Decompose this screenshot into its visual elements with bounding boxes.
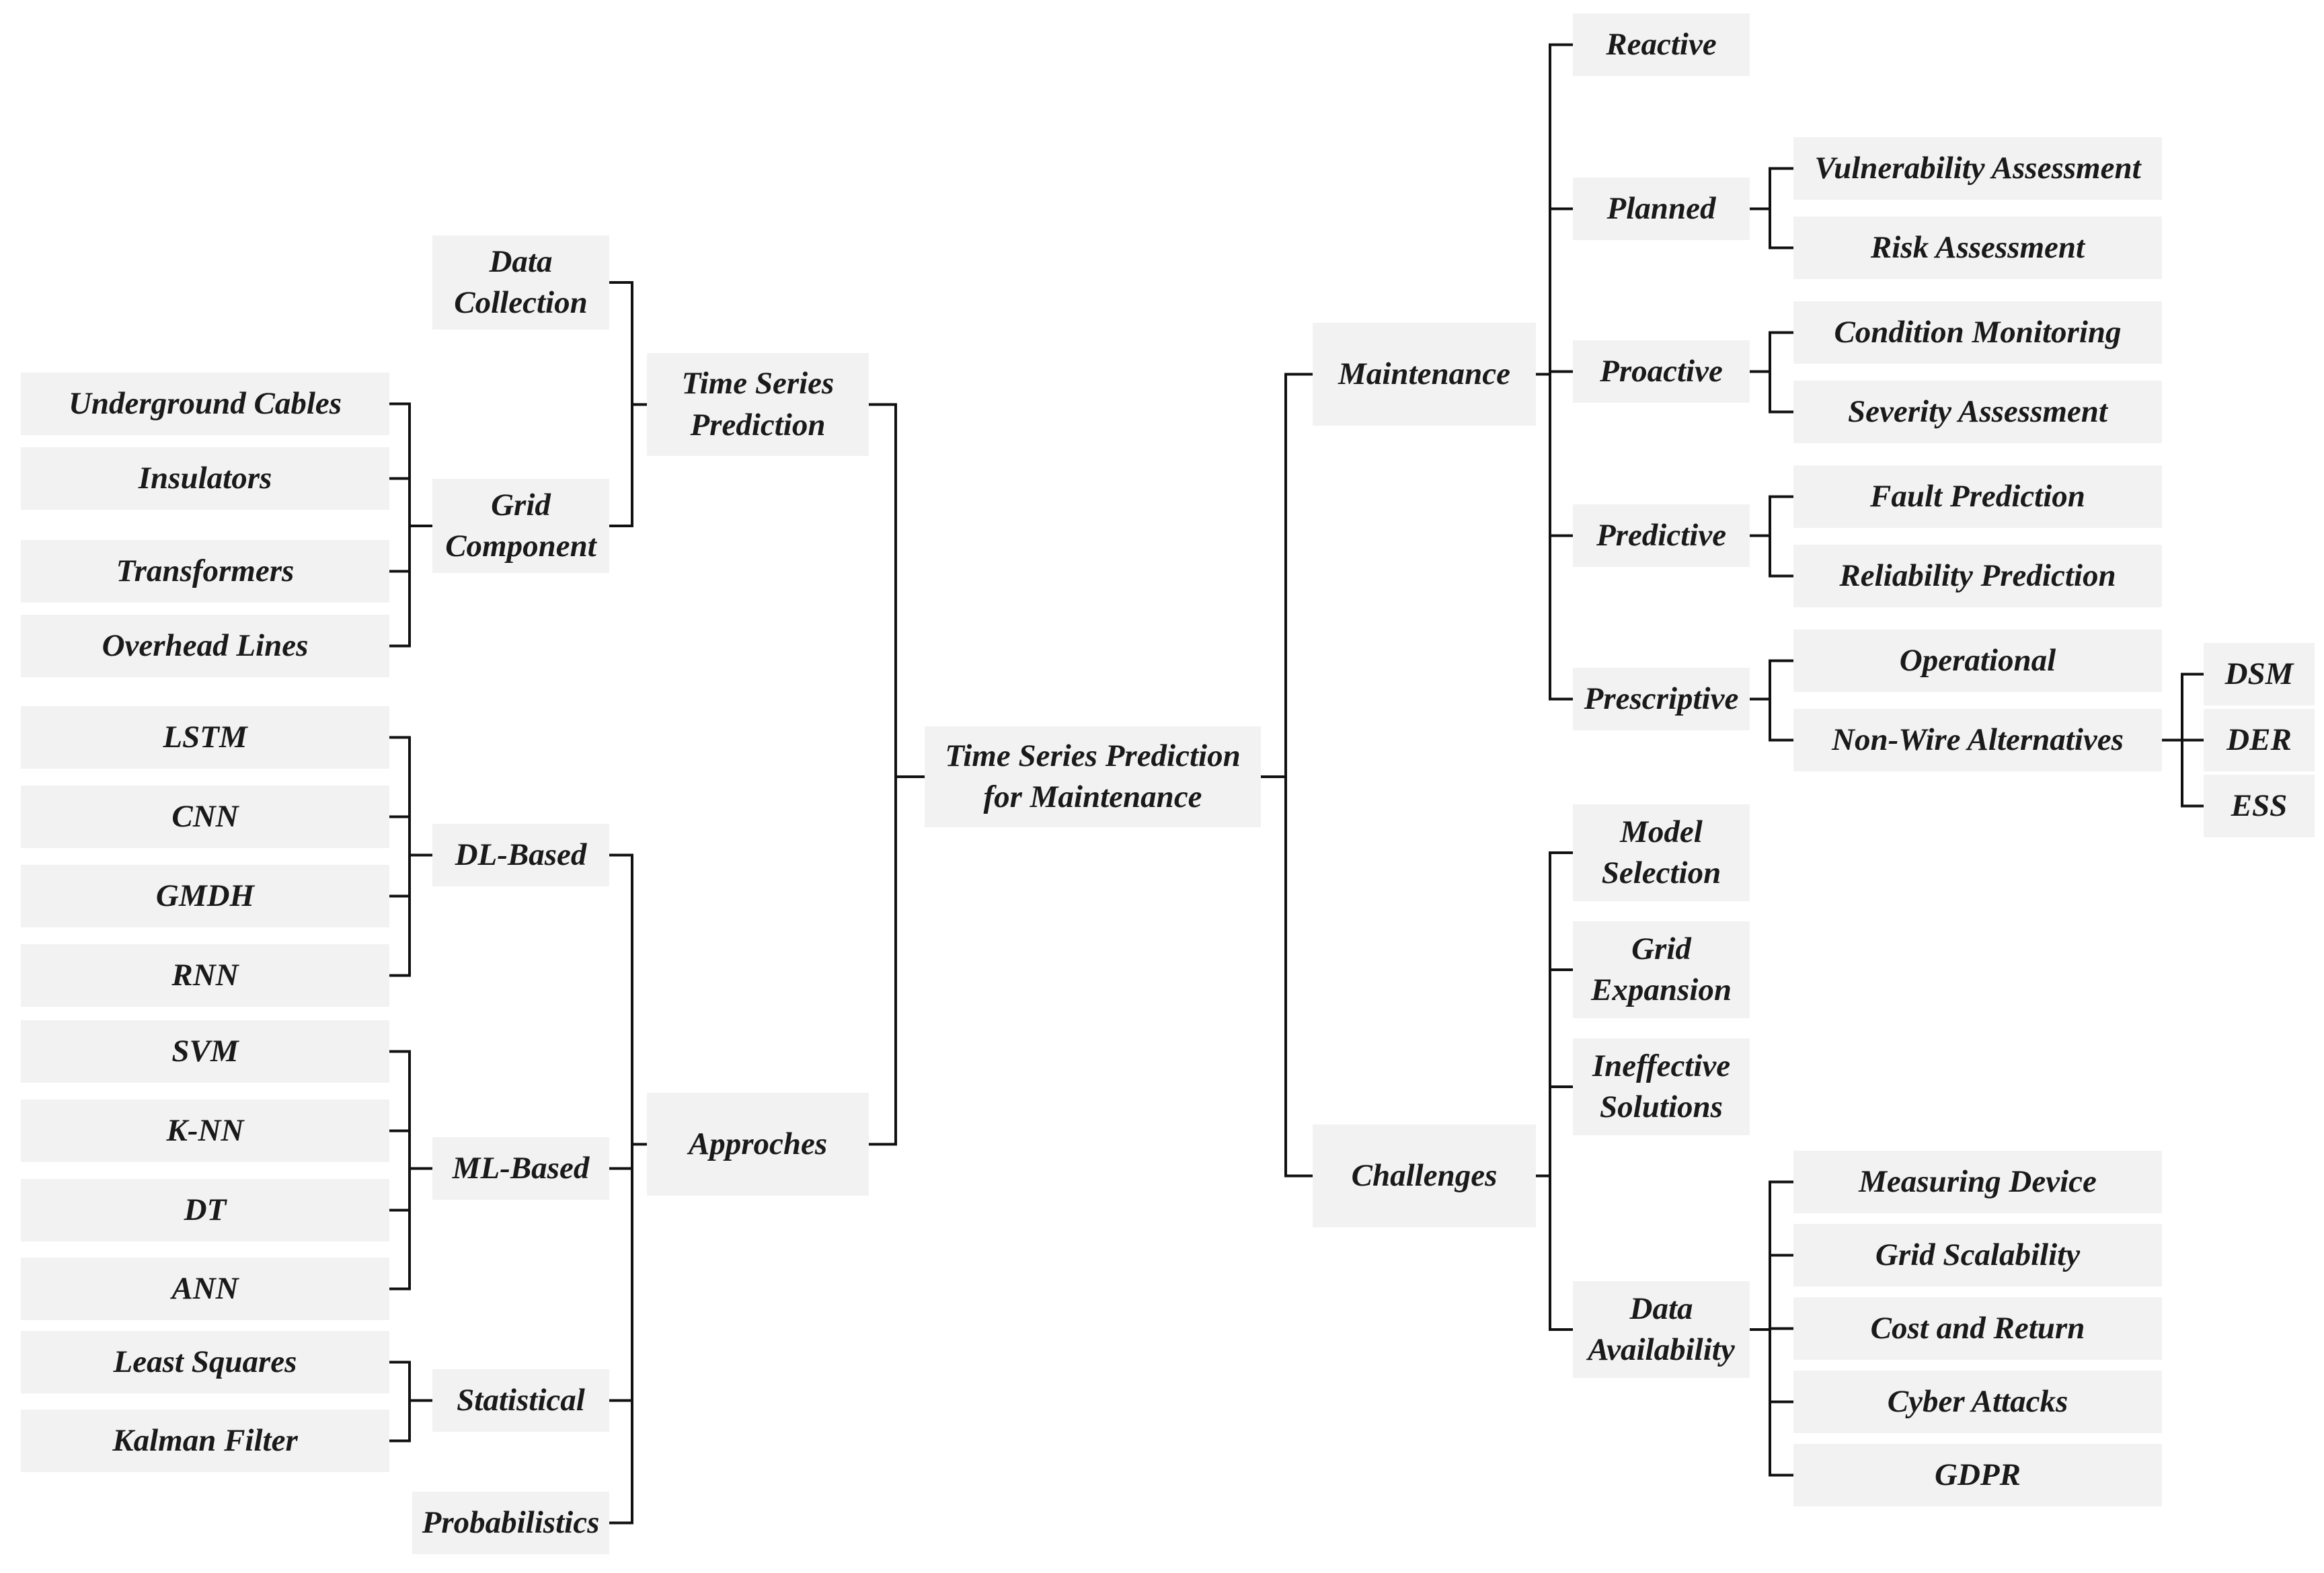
leaf-transformers: Transformers: [21, 540, 389, 603]
node-maintenance: Maintenance: [1313, 323, 1536, 426]
leaf-gmdh: GMDH: [21, 865, 389, 927]
leaf-underground-cables: Underground Cables: [21, 373, 389, 435]
node-ml-based: ML-Based: [432, 1137, 609, 1200]
leaf-cnn: CNN: [21, 785, 389, 848]
node-predictive: Predictive: [1573, 504, 1750, 567]
leaf-operational: Operational: [1793, 629, 2162, 692]
node-time-series-prediction: Time Series Prediction: [647, 353, 869, 456]
leaf-non-wire-alternatives: Non-Wire Alternatives: [1793, 709, 2162, 771]
leaf-ess: ESS: [2204, 775, 2315, 837]
leaf-fault-prediction: Fault Prediction: [1793, 465, 2162, 528]
leaf-cost-and-return: Cost and Return: [1793, 1297, 2162, 1360]
node-ineffective-solutions: Ineffective Solutions: [1573, 1038, 1750, 1135]
leaf-svm: SVM: [21, 1020, 389, 1083]
leaf-condition-monitoring: Condition Monitoring: [1793, 301, 2162, 364]
node-challenges: Challenges: [1313, 1124, 1536, 1227]
leaf-dsm: DSM: [2204, 643, 2315, 705]
leaf-severity-assessment: Severity Assessment: [1793, 381, 2162, 443]
node-probabilistics: Probabilistics: [412, 1492, 609, 1554]
node-grid-expansion: Grid Expansion: [1573, 921, 1750, 1018]
node-model-selection: Model Selection: [1573, 804, 1750, 901]
leaf-rnn: RNN: [21, 944, 389, 1007]
leaf-insulators: Insulators: [21, 447, 389, 510]
node-dl-based: DL-Based: [432, 824, 609, 886]
leaf-kalman-filter: Kalman Filter: [21, 1410, 389, 1472]
leaf-ann: ANN: [21, 1258, 389, 1320]
leaf-lstm: LSTM: [21, 706, 389, 769]
node-prescriptive: Prescriptive: [1573, 668, 1750, 730]
node-statistical: Statistical: [432, 1369, 609, 1432]
node-grid-component: Grid Component: [432, 479, 609, 573]
node-reactive: Reactive: [1573, 13, 1750, 76]
leaf-knn: K-NN: [21, 1100, 389, 1162]
leaf-grid-scalability: Grid Scalability: [1793, 1224, 2162, 1287]
node-root: Time Series Prediction for Maintenance: [925, 726, 1261, 827]
leaf-gdpr: GDPR: [1793, 1444, 2162, 1506]
leaf-reliability-prediction: Reliability Prediction: [1793, 545, 2162, 607]
leaf-vulnerability-assessment: Vulnerability Assessment: [1793, 137, 2162, 200]
leaf-der: DER: [2204, 709, 2315, 771]
leaf-overhead-lines: Overhead Lines: [21, 615, 389, 677]
node-planned: Planned: [1573, 178, 1750, 240]
node-approaches: Approches: [647, 1093, 869, 1196]
leaf-least-squares: Least Squares: [21, 1331, 389, 1393]
leaf-measuring-device: Measuring Device: [1793, 1151, 2162, 1213]
node-proactive: Proactive: [1573, 340, 1750, 403]
leaf-risk-assessment: Risk Assessment: [1793, 217, 2162, 279]
leaf-cyber-attacks: Cyber Attacks: [1793, 1371, 2162, 1433]
leaf-dt: DT: [21, 1179, 389, 1241]
node-data-availability: Data Availability: [1573, 1281, 1750, 1378]
node-data-collection: Data Collection: [432, 235, 609, 330]
